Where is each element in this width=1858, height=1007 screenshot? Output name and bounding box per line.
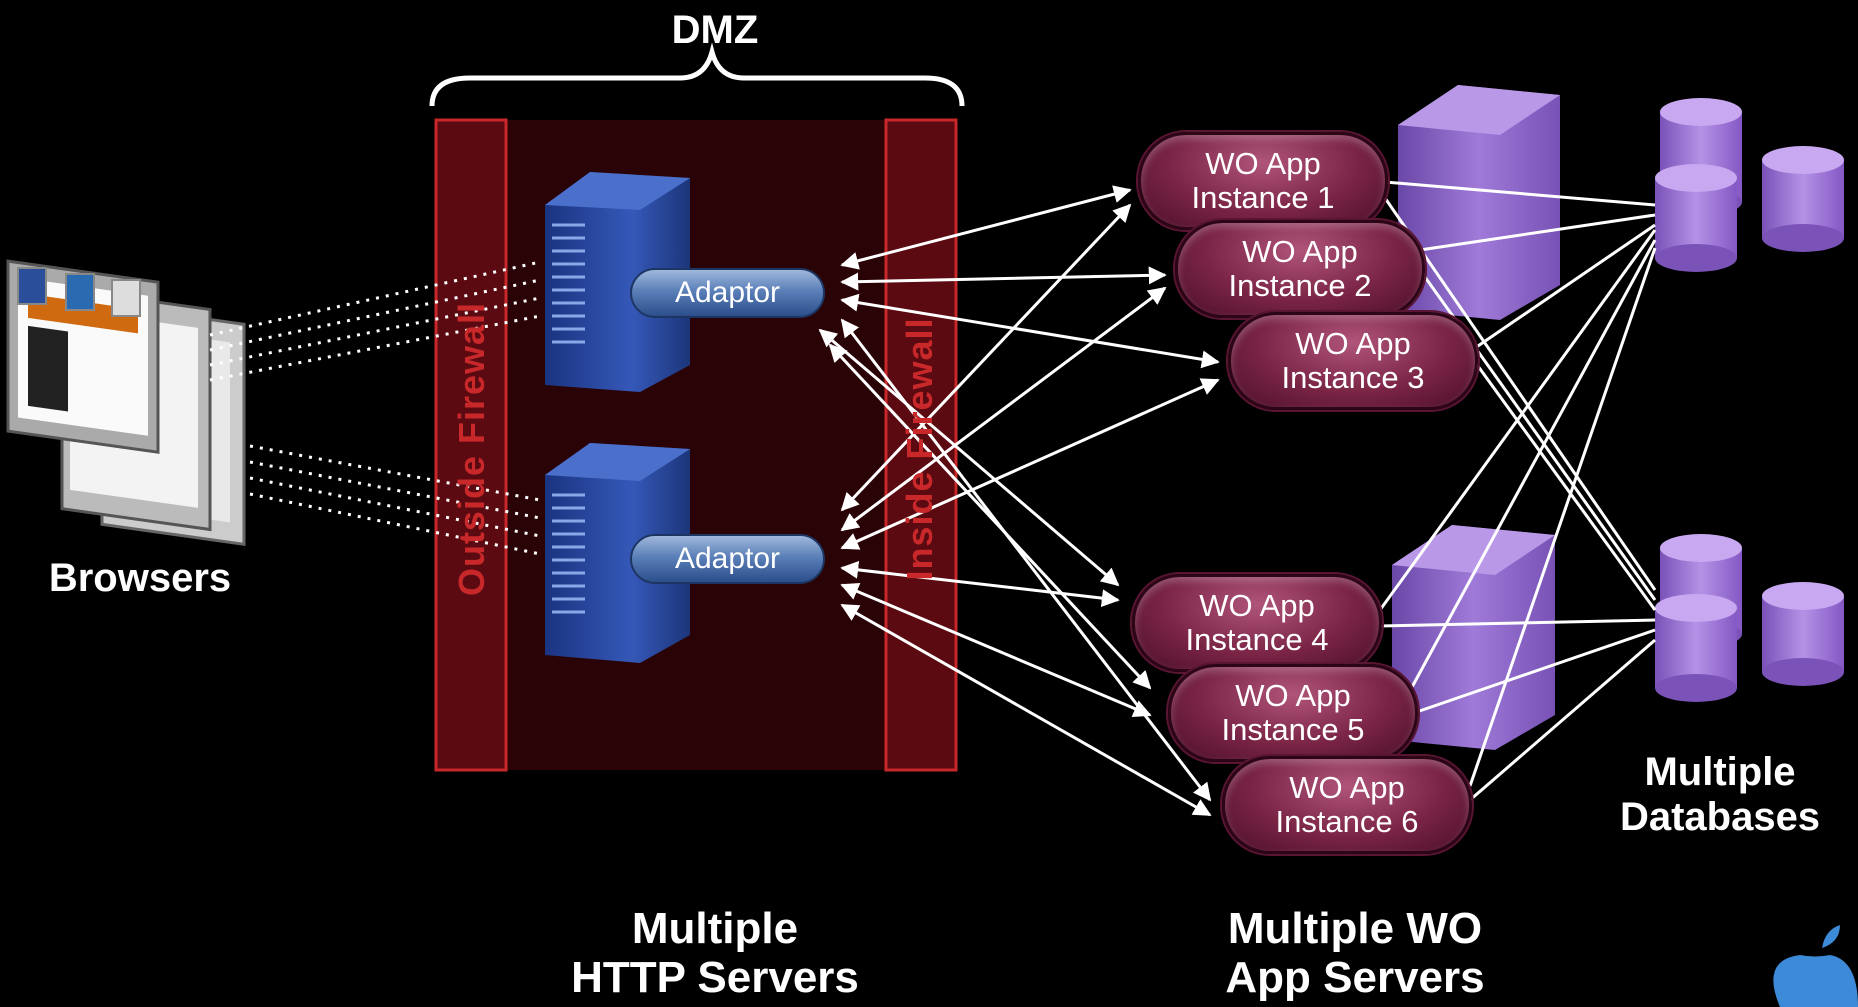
http-server-icon [545, 172, 690, 392]
app-instance-6: WO App Instance 6 [1222, 756, 1472, 854]
instance-line2: Instance 1 [1191, 180, 1335, 215]
app-instance-2: WO App Instance 2 [1175, 220, 1425, 318]
browser-connections [209, 260, 541, 556]
instance-line2: Instance 4 [1185, 622, 1329, 657]
databases-line1: Multiple [1644, 750, 1796, 794]
http-servers-line1: Multiple [631, 904, 799, 953]
app-instance-1: WO App Instance 1 [1138, 132, 1388, 230]
instance-line1: WO App [1235, 678, 1351, 713]
inside-firewall-label: Inside Firewall [899, 317, 940, 581]
app-server-icon [1392, 525, 1555, 750]
databases-line2: Databases [1619, 794, 1821, 839]
app-instance-3: WO App Instance 3 [1228, 312, 1478, 410]
outside-firewall-label: Outside Firewall [451, 301, 492, 597]
app-server-icon [1398, 85, 1560, 320]
instance-line1: WO App [1205, 146, 1321, 181]
adaptor-connections [818, 185, 1220, 817]
database-icon [1655, 164, 1737, 272]
dmz-zone [436, 120, 956, 770]
database-icon [1655, 594, 1737, 702]
databases-label: Multiple Databases [1590, 750, 1850, 840]
app-servers-line1: Multiple WO [1227, 904, 1483, 953]
instance-line1: WO App [1289, 770, 1405, 805]
database-icon [1762, 582, 1844, 686]
browsers-label: Browsers [48, 556, 232, 600]
http-servers-line2: HTTP Servers [571, 953, 859, 1003]
database-connections [1378, 180, 1657, 802]
instance-line1: WO App [1295, 326, 1411, 361]
instance-line1: WO App [1199, 588, 1315, 623]
adaptor-label: Adaptor [630, 534, 825, 584]
database-icon [1762, 146, 1844, 252]
adaptor-label: Adaptor [630, 268, 825, 318]
dmz-label: DMZ [671, 8, 759, 52]
http-server-icon [545, 443, 690, 663]
instance-line2: Instance 6 [1275, 804, 1419, 839]
instance-line2: Instance 5 [1221, 712, 1365, 747]
app-servers-label: Multiple WO App Servers [1170, 904, 1540, 1003]
http-servers-label: Multiple HTTP Servers [530, 904, 900, 1003]
app-servers-line2: App Servers [1225, 953, 1485, 1003]
app-instance-4: WO App Instance 4 [1132, 574, 1382, 672]
instance-line2: Instance 3 [1281, 360, 1425, 395]
dmz-brace [429, 42, 965, 107]
outside-firewall [434, 118, 508, 772]
apple-logo-icon [1773, 925, 1858, 1007]
app-instance-5: WO App Instance 5 [1168, 664, 1418, 762]
instance-line2: Instance 2 [1228, 268, 1372, 303]
instance-line1: WO App [1242, 234, 1358, 269]
browser-window-icon [6, 259, 246, 547]
